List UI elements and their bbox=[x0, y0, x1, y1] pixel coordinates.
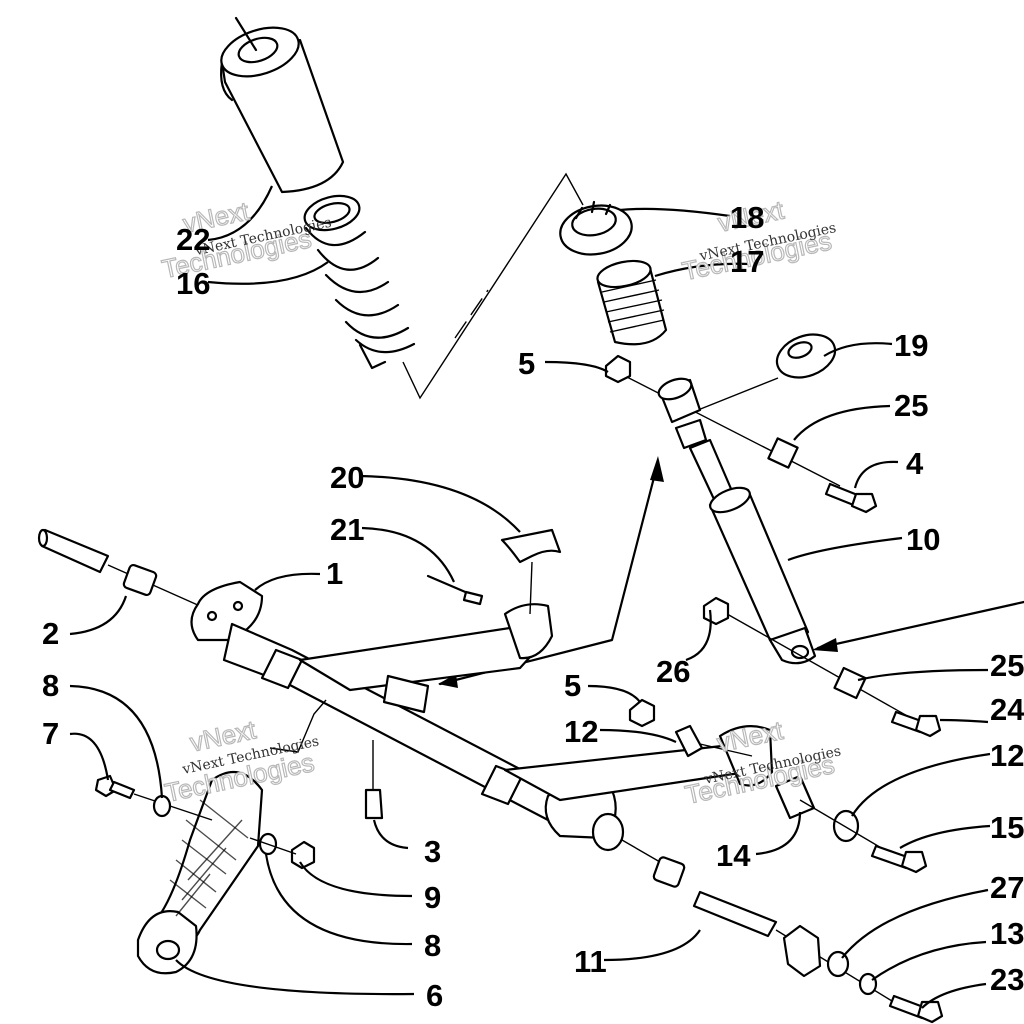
callout-11: 11 bbox=[574, 944, 607, 979]
callout-5: 5 bbox=[564, 668, 581, 703]
spring-cup-part bbox=[775, 333, 837, 379]
cover-part bbox=[500, 528, 562, 564]
callout-10: 10 bbox=[906, 522, 940, 557]
callout-16: 16 bbox=[176, 266, 210, 301]
cap-screw-part bbox=[870, 844, 928, 874]
cap-screw-part bbox=[94, 774, 136, 800]
callout-1: 1 bbox=[326, 556, 343, 591]
callout-14: 14 bbox=[716, 838, 751, 873]
guide-line bbox=[402, 172, 584, 400]
callout-26: 26 bbox=[656, 654, 690, 689]
spacer-part bbox=[674, 724, 704, 758]
pin-part bbox=[426, 574, 484, 606]
callout-25: 25 bbox=[894, 388, 928, 423]
callout-3: 3 bbox=[424, 834, 441, 869]
cover-part bbox=[782, 924, 822, 978]
callout-18: 18 bbox=[730, 200, 764, 235]
callout-19: 19 bbox=[894, 328, 928, 363]
callout-13: 13 bbox=[990, 916, 1024, 951]
spring-part bbox=[303, 194, 416, 370]
axle-part bbox=[692, 890, 778, 938]
callout-2: 2 bbox=[42, 616, 59, 651]
callout-27: 27 bbox=[990, 870, 1024, 905]
watermark-brand-line1: vNext bbox=[714, 715, 786, 758]
callout-25: 25 bbox=[990, 648, 1024, 683]
lock-nut-part bbox=[628, 698, 656, 728]
spacer-part bbox=[832, 809, 860, 843]
bumper-part bbox=[596, 259, 668, 346]
callout-22: 22 bbox=[176, 222, 210, 257]
callout-12: 12 bbox=[990, 738, 1024, 773]
callout-21: 21 bbox=[330, 512, 364, 547]
lock-nut-part bbox=[702, 596, 730, 626]
callout-17: 17 bbox=[730, 244, 764, 279]
grease-fitting-part bbox=[364, 740, 384, 820]
shock-absorber-part bbox=[657, 377, 817, 665]
callout-24: 24 bbox=[990, 692, 1024, 727]
bushing-part bbox=[652, 856, 686, 888]
callout-4: 4 bbox=[906, 446, 924, 481]
lock-nut-part bbox=[290, 840, 316, 870]
callout-8: 8 bbox=[42, 668, 59, 703]
spring-retainer-part bbox=[559, 200, 633, 256]
arrow-to-lower-mount bbox=[812, 600, 1024, 652]
callout-15: 15 bbox=[990, 810, 1024, 845]
callout-23: 23 bbox=[990, 962, 1024, 997]
callout-labels: 1 2 3 4 5 5 6 7 8 8 9 10 11 12 12 13 14 … bbox=[42, 200, 1024, 1013]
cap-screw-part bbox=[824, 482, 878, 514]
lock-nut-part bbox=[604, 354, 632, 384]
callout-7: 7 bbox=[42, 716, 59, 751]
cap-screw-part bbox=[890, 710, 942, 738]
callout-6: 6 bbox=[426, 978, 443, 1013]
callout-20: 20 bbox=[330, 460, 364, 495]
spacer-part bbox=[833, 666, 867, 700]
lock-washer-part bbox=[858, 972, 878, 996]
boot-part bbox=[220, 16, 345, 194]
torsion-tube-part bbox=[37, 528, 774, 863]
leader-lines bbox=[69, 185, 991, 1009]
arm-part bbox=[136, 770, 264, 975]
callout-12: 12 bbox=[564, 714, 598, 749]
spacer-part bbox=[767, 437, 799, 469]
callout-5: 5 bbox=[518, 346, 535, 381]
watermark-bottom-left: vNext Technologies vNext Technologies bbox=[162, 714, 321, 809]
callout-9: 9 bbox=[424, 880, 441, 915]
callout-8: 8 bbox=[424, 928, 441, 963]
